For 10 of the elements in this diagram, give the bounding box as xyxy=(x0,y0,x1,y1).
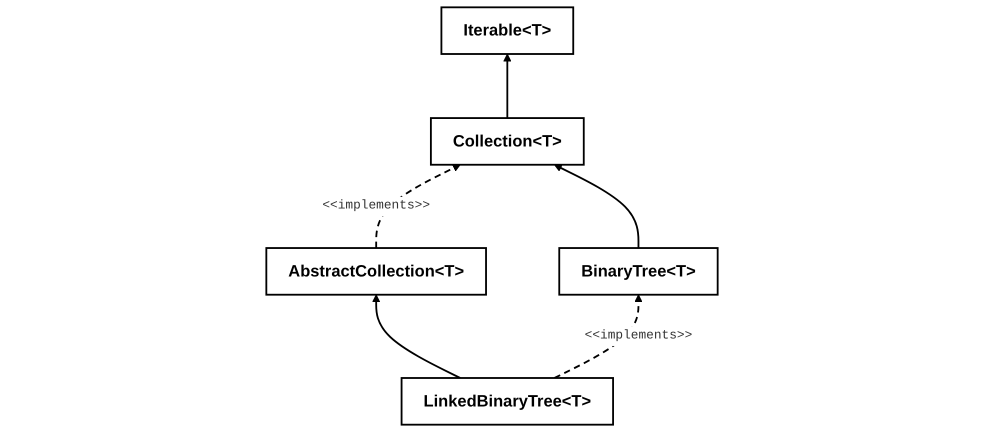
node-box: BinaryTree<T> xyxy=(558,247,719,296)
edge-label: <<implements>> xyxy=(584,328,692,344)
node-box: Collection<T> xyxy=(430,117,585,166)
node-box: LinkedBinaryTree<T> xyxy=(400,377,614,426)
edge-label: <<implements>> xyxy=(322,198,430,214)
arrow xyxy=(554,164,640,248)
arrow xyxy=(372,294,461,379)
node-box: AbstractCollection<T> xyxy=(265,247,487,296)
arrow xyxy=(503,54,512,118)
node-box: Iterable<T> xyxy=(440,6,574,55)
